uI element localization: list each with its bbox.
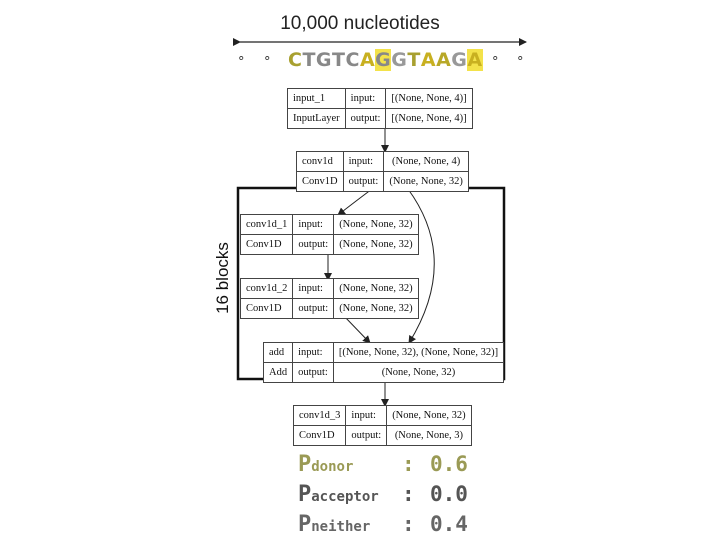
port-label: input: xyxy=(344,88,387,109)
nucleotide-sequence: CTGTCAGGTAAGA xyxy=(288,49,483,71)
layer-name: conv1d_1 xyxy=(239,214,294,235)
nucleotide-letter: A xyxy=(359,49,376,71)
prob-neither: Pneither : 0.4 xyxy=(298,512,468,537)
layer-type: Conv1D xyxy=(239,234,294,255)
ellipsis-dot: ° xyxy=(238,55,245,70)
ellipsis-dot: ° xyxy=(492,55,499,70)
port-label: input: xyxy=(342,151,385,172)
prob-class-label: neither xyxy=(311,519,371,535)
input-shape: (None, None, 4) xyxy=(383,151,469,172)
block-count-text: 16 blocks xyxy=(213,242,232,314)
layer-name: conv1d_3 xyxy=(292,405,347,426)
output-shape: (None, None, 32) xyxy=(333,234,419,255)
port-label: output: xyxy=(342,171,385,192)
port-label: output: xyxy=(345,425,388,446)
output-shape: (None, None, 32) xyxy=(332,362,505,383)
prob-class-label: donor xyxy=(311,459,354,475)
output-shape: (None, None, 32) xyxy=(333,298,419,319)
port-label: input: xyxy=(345,405,388,426)
port-label: input: xyxy=(292,278,335,299)
node-input-1: input_1 input: [(None, None, 4)] InputLa… xyxy=(287,88,473,129)
layer-name: input_1 xyxy=(287,88,346,109)
output-shape: (None, None, 3) xyxy=(386,425,472,446)
layer-name: add xyxy=(262,342,294,363)
input-shape: (None, None, 32) xyxy=(333,278,419,299)
nucleotide-letter: G xyxy=(375,49,392,71)
nucleotide-letter: T xyxy=(332,49,346,71)
nucleotide-letter: G xyxy=(391,49,408,71)
ellipsis-dot: ° xyxy=(517,55,524,70)
block-count-label: 16 blocks xyxy=(208,238,238,318)
prob-symbol: P xyxy=(298,482,312,507)
layer-type: Add xyxy=(262,362,294,383)
edge-conv1d_2-to-add xyxy=(343,315,371,344)
node-conv1d: conv1d input: (None, None, 4) Conv1D out… xyxy=(296,151,469,192)
edge-conv1d-to-conv1d_1 xyxy=(337,188,373,216)
layer-name: conv1d_2 xyxy=(239,278,294,299)
output-shape: (None, None, 32) xyxy=(383,171,469,192)
nucleotide-letter: C xyxy=(345,49,360,71)
input-shape: [(None, None, 32), (None, None, 32)] xyxy=(332,342,505,363)
prob-colon: : xyxy=(402,512,415,536)
layer-type: Conv1D xyxy=(292,425,347,446)
input-shape: (None, None, 32) xyxy=(333,214,419,235)
layer-type: Conv1D xyxy=(239,298,294,319)
port-label: output: xyxy=(292,298,335,319)
node-conv1d-3: conv1d_3 input: (None, None, 32) Conv1D … xyxy=(292,405,472,446)
nucleotide-letter: T xyxy=(407,49,421,71)
nucleotide-letter: T xyxy=(302,49,316,71)
port-label: output: xyxy=(292,234,335,255)
nucleotide-letter: C xyxy=(288,49,303,71)
prob-acceptor: Pacceptor : 0.0 xyxy=(298,482,468,507)
edge-conv1d-to-add-skip xyxy=(407,188,435,344)
sequence-length-label: 10,000 nucleotides xyxy=(280,13,440,34)
output-shape: [(None, None, 4)] xyxy=(385,108,473,129)
layer-type: InputLayer xyxy=(287,108,346,129)
prob-symbol: P xyxy=(298,452,312,477)
nucleotide-letter: A xyxy=(420,49,437,71)
node-conv1d-1: conv1d_1 input: (None, None, 32) Conv1D … xyxy=(239,214,419,255)
nucleotide-letter: G xyxy=(315,49,333,71)
prob-class-label: acceptor xyxy=(311,489,379,505)
node-conv1d-2: conv1d_2 input: (None, None, 32) Conv1D … xyxy=(239,278,419,319)
prob-value: 0.6 xyxy=(430,452,468,476)
prob-donor: Pdonor : 0.6 xyxy=(298,452,468,477)
port-label: input: xyxy=(292,214,335,235)
nucleotide-letter: A xyxy=(436,49,452,71)
layer-type: Conv1D xyxy=(296,171,344,192)
input-shape: [(None, None, 4)] xyxy=(385,88,473,109)
port-label: output: xyxy=(292,362,334,383)
node-add: add input: [(None, None, 32), (None, Non… xyxy=(262,342,505,383)
ellipsis-dot: ° xyxy=(264,55,271,70)
prob-value: 0.4 xyxy=(430,512,468,536)
prob-symbol: P xyxy=(298,512,312,537)
prob-value: 0.0 xyxy=(430,482,468,506)
layer-name: conv1d xyxy=(296,151,344,172)
prob-colon: : xyxy=(402,482,415,506)
input-shape: (None, None, 32) xyxy=(386,405,472,426)
nucleotide-letter: G xyxy=(451,49,468,71)
port-label: input: xyxy=(292,342,334,363)
prob-colon: : xyxy=(402,452,415,476)
port-label: output: xyxy=(344,108,387,129)
nucleotide-letter: A xyxy=(467,49,483,71)
